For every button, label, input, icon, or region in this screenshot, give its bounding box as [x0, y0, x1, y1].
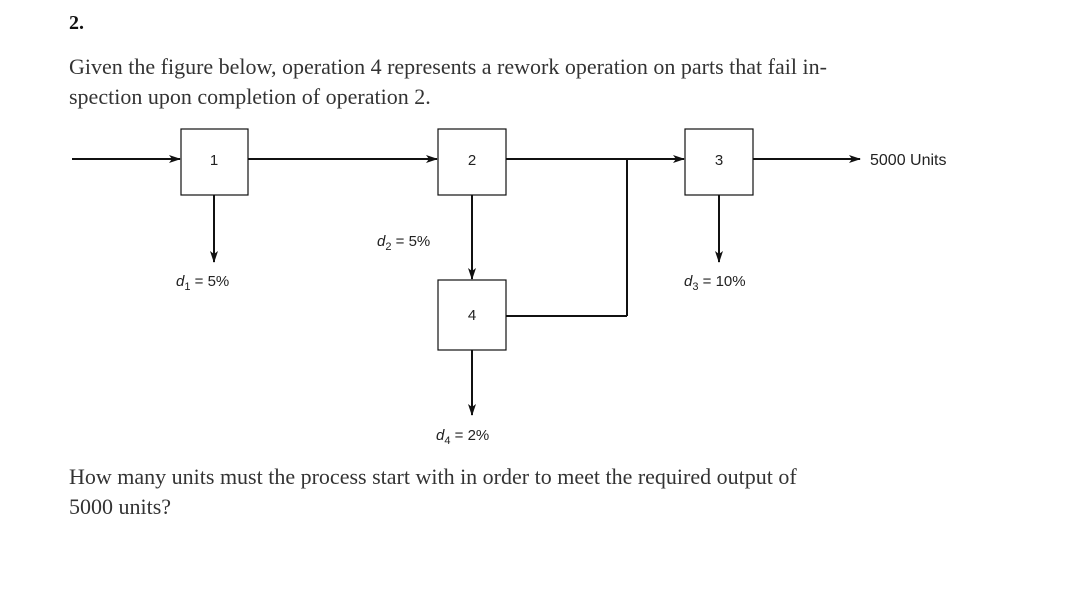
- output-label: 5000 Units: [870, 152, 947, 169]
- question-line-1: How many units must the process start wi…: [69, 464, 797, 489]
- intro-line-2: spection upon completion of operation 2.: [69, 84, 431, 109]
- operation-1-box: [180, 128, 249, 196]
- defect-rate-1: d1 = 5%: [176, 273, 229, 293]
- operation-2-box: [437, 128, 507, 196]
- intro-line-1: Given the figure below, operation 4 repr…: [69, 54, 827, 79]
- question-line-2: 5000 units?: [69, 494, 172, 519]
- operation-1-label: 1: [210, 152, 218, 169]
- operation-2-label: 2: [468, 152, 476, 169]
- intro-text: Given the figure below, operation 4 repr…: [69, 52, 1029, 112]
- defect-rate-2: d2 = 5%: [377, 233, 430, 253]
- question-text: How many units must the process start wi…: [69, 462, 1029, 522]
- operation-4-box: [437, 279, 507, 351]
- defect-rate-3: d3 = 10%: [684, 273, 746, 293]
- operation-3-box: [684, 128, 754, 196]
- operation-3-label: 3: [715, 152, 723, 169]
- defect-rate-4: d4 = 2%: [436, 427, 489, 447]
- question-number: 2.: [69, 12, 84, 34]
- operation-4-label: 4: [468, 307, 476, 324]
